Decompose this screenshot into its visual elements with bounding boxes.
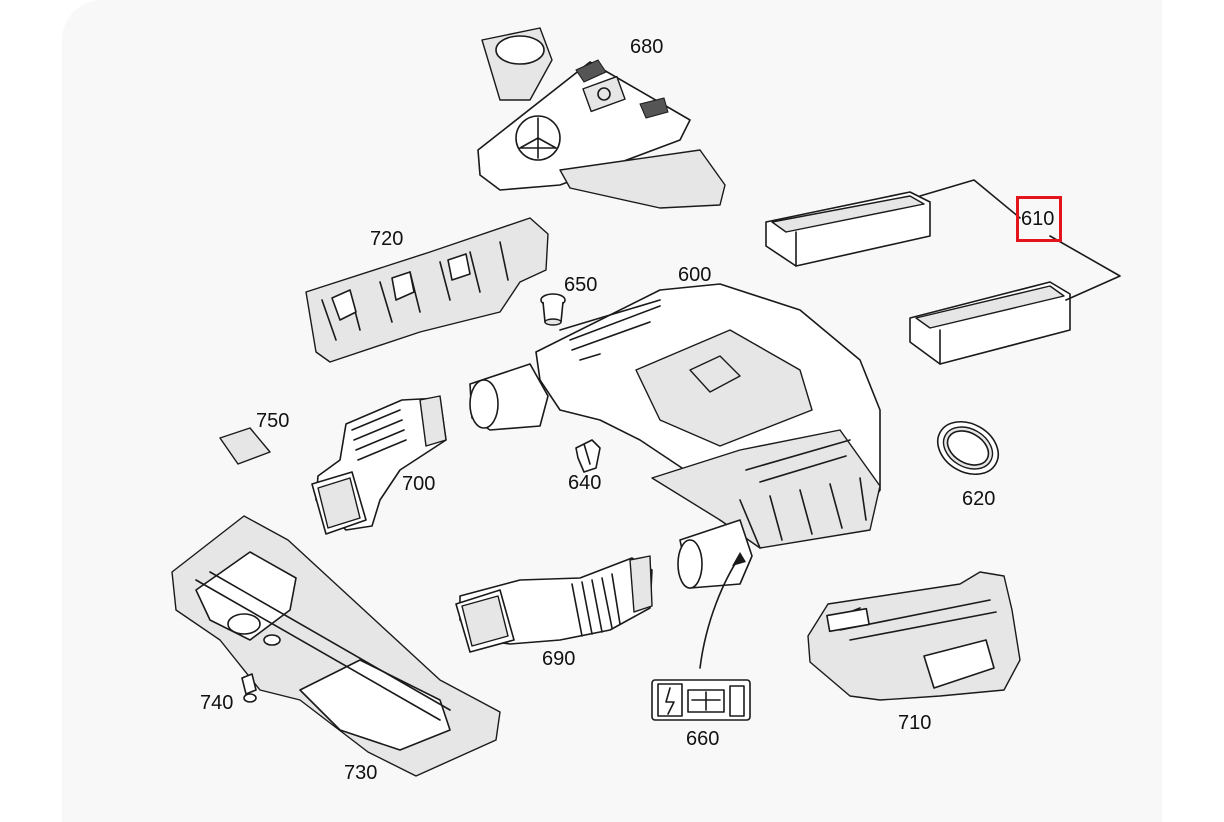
label-700[interactable]: 700: [402, 473, 436, 495]
label-640[interactable]: 640: [568, 472, 602, 494]
part-660-warning-label[interactable]: [651, 679, 751, 721]
label-740[interactable]: 740: [200, 692, 234, 714]
part-620-seal-ring[interactable]: [928, 411, 1007, 485]
leader-arrow-660: [699, 552, 746, 669]
part-750-plate[interactable]: [219, 427, 271, 465]
label-650[interactable]: 650: [564, 274, 598, 296]
part-600-air-filter-housing[interactable]: [469, 283, 881, 589]
label-620[interactable]: 620: [962, 488, 996, 510]
label-710[interactable]: 710: [898, 712, 932, 734]
label-660[interactable]: 660: [686, 728, 720, 750]
part-710-side-panel[interactable]: [807, 571, 1021, 701]
part-700-air-duct[interactable]: [311, 395, 447, 535]
part-680-engine-cover[interactable]: [477, 27, 726, 209]
label-750[interactable]: 750: [256, 410, 290, 432]
part-740-pin[interactable]: [241, 673, 257, 703]
part-610-filter-elements[interactable]: [765, 179, 1121, 365]
label-690[interactable]: 690: [542, 648, 576, 670]
highlight-box-610: [1016, 196, 1062, 242]
part-650-grommet[interactable]: [540, 293, 566, 326]
label-600[interactable]: 600: [678, 264, 712, 286]
label-720[interactable]: 720: [370, 228, 404, 250]
label-730[interactable]: 730: [344, 762, 378, 784]
part-640-clip[interactable]: [575, 439, 601, 473]
label-680[interactable]: 680: [630, 36, 664, 58]
part-720-side-cover[interactable]: [305, 217, 549, 363]
label-610[interactable]: 610: [1021, 208, 1055, 230]
part-730-panel[interactable]: [171, 515, 501, 777]
part-690-air-duct[interactable]: [455, 555, 653, 653]
